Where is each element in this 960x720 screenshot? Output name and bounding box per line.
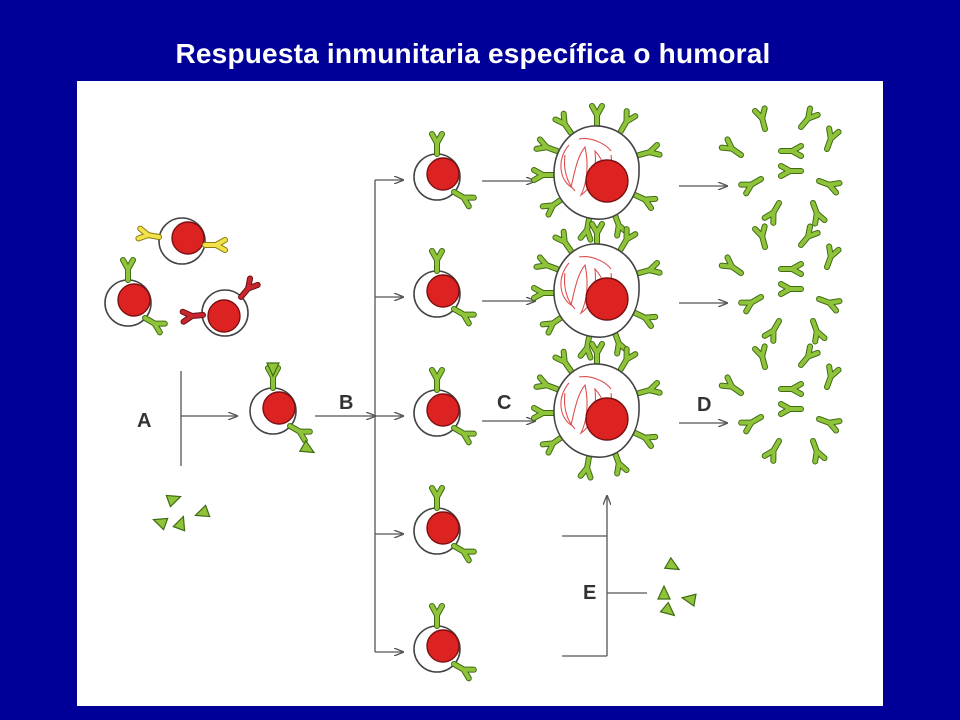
lymphocyte-yellow-receptor <box>138 217 225 265</box>
antigen-group-e <box>657 557 697 621</box>
antigen-group-a <box>150 490 211 532</box>
antibody-cluster <box>722 226 840 341</box>
plasma-cells <box>534 106 660 478</box>
step-e-stimulus: E <box>562 496 697 657</box>
step-a-selection: A <box>137 371 237 532</box>
antibody-cluster <box>722 108 840 223</box>
step-b-clonal-expansion: B <box>315 180 403 652</box>
plasma-cell <box>534 344 660 478</box>
plasma-cell <box>534 106 660 240</box>
plasma-cell <box>534 224 660 358</box>
selected-b-cell <box>250 362 318 459</box>
lymphocyte-green-receptor <box>105 260 165 332</box>
antibody-cluster <box>722 346 840 461</box>
step-c-differentiation: C <box>482 181 535 421</box>
clone-cells <box>414 134 474 678</box>
step-label-e: E <box>583 582 596 604</box>
step-label-d: D <box>697 394 711 416</box>
step-label-a: A <box>137 410 151 432</box>
immune-response-diagram: A B C <box>77 81 883 706</box>
figure-panel: A B C <box>77 81 883 706</box>
clone-cell <box>414 134 474 206</box>
step-label-c: C <box>497 392 511 414</box>
step-label-b: B <box>339 392 353 414</box>
step-d-secretion: D <box>679 186 727 423</box>
clone-cell <box>414 606 474 678</box>
lymphocyte-red-receptor <box>183 278 258 337</box>
antibody-clusters <box>722 108 840 461</box>
clone-cell <box>414 370 474 442</box>
lymphocyte-pool <box>105 217 258 337</box>
clone-cell <box>414 488 474 560</box>
slide-title: Respuesta inmunitaria específica o humor… <box>175 38 771 69</box>
clone-cell <box>414 251 474 323</box>
